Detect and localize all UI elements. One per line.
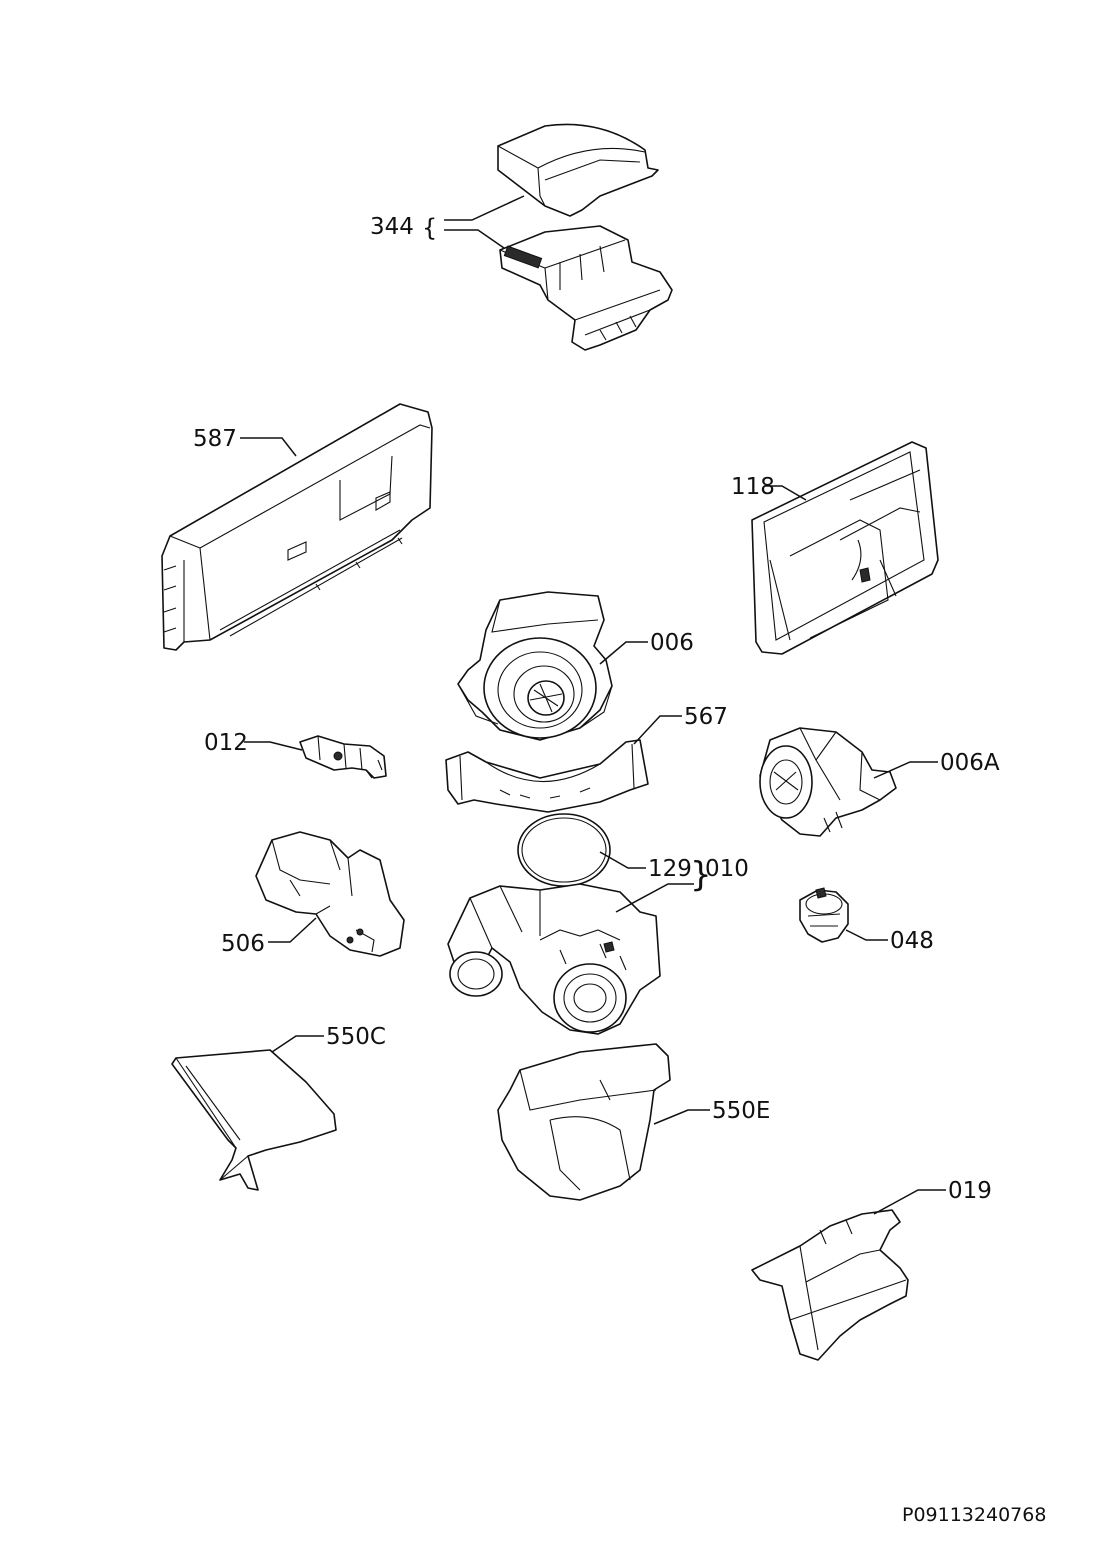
label-550C: 550C xyxy=(326,1024,386,1050)
label-048: 048 xyxy=(890,928,934,954)
leader-006A xyxy=(873,761,938,779)
label-118: 118 xyxy=(731,474,775,500)
part-019-door-lock[interactable] xyxy=(751,1209,909,1361)
brace-344: { xyxy=(422,214,437,242)
leader-lines xyxy=(240,195,946,1215)
part-550E-air-duct[interactable] xyxy=(497,1043,671,1201)
brace-010: } xyxy=(690,855,712,895)
leader-048 xyxy=(845,929,888,941)
part-006A-drain-pump[interactable] xyxy=(759,727,897,837)
leader-567 xyxy=(633,715,682,745)
leader-344-bottom xyxy=(444,229,505,249)
leader-550C xyxy=(271,1035,324,1053)
callout-labels: 344 { 587 118 006 567 012 006A 129 } 010… xyxy=(193,214,1000,1204)
label-344: 344 xyxy=(370,214,414,240)
label-506: 506 xyxy=(221,931,265,957)
leader-012 xyxy=(244,741,303,751)
label-587: 587 xyxy=(193,426,237,452)
leader-129 xyxy=(599,851,646,869)
leader-118 xyxy=(764,485,807,501)
label-550E: 550E xyxy=(712,1098,770,1124)
part-006-sump[interactable] xyxy=(457,591,613,741)
part-048-pressure-sensor[interactable] xyxy=(799,887,849,943)
part-012-sensor[interactable] xyxy=(299,735,387,779)
part-344-cover xyxy=(497,123,659,217)
leader-344-top xyxy=(444,195,525,221)
part-567-clamp[interactable] xyxy=(445,739,649,813)
part-010-circulation-pump[interactable] xyxy=(447,883,661,1035)
part-587-control-box[interactable] xyxy=(161,403,433,651)
leader-587 xyxy=(240,437,297,457)
leader-019 xyxy=(873,1189,946,1215)
part-506-bracket[interactable] xyxy=(255,831,405,957)
label-010: 010 xyxy=(705,856,749,882)
document-id: P09113240768 xyxy=(902,1504,1046,1526)
label-567: 567 xyxy=(684,704,728,730)
label-006: 006 xyxy=(650,630,694,656)
part-550C-flap[interactable] xyxy=(171,1049,337,1191)
label-019: 019 xyxy=(948,1178,992,1204)
label-129: 129 xyxy=(648,856,692,882)
label-006A: 006A xyxy=(940,750,1000,776)
part-344-board xyxy=(499,225,673,351)
leader-506 xyxy=(268,917,317,943)
leader-010 xyxy=(615,883,694,913)
leader-550E xyxy=(653,1109,710,1125)
label-012: 012 xyxy=(204,730,248,756)
leader-006 xyxy=(599,641,648,665)
part-344-module[interactable] xyxy=(497,123,673,351)
part-118-dispenser[interactable] xyxy=(751,441,939,655)
part-129-seal-ring[interactable] xyxy=(517,813,611,887)
